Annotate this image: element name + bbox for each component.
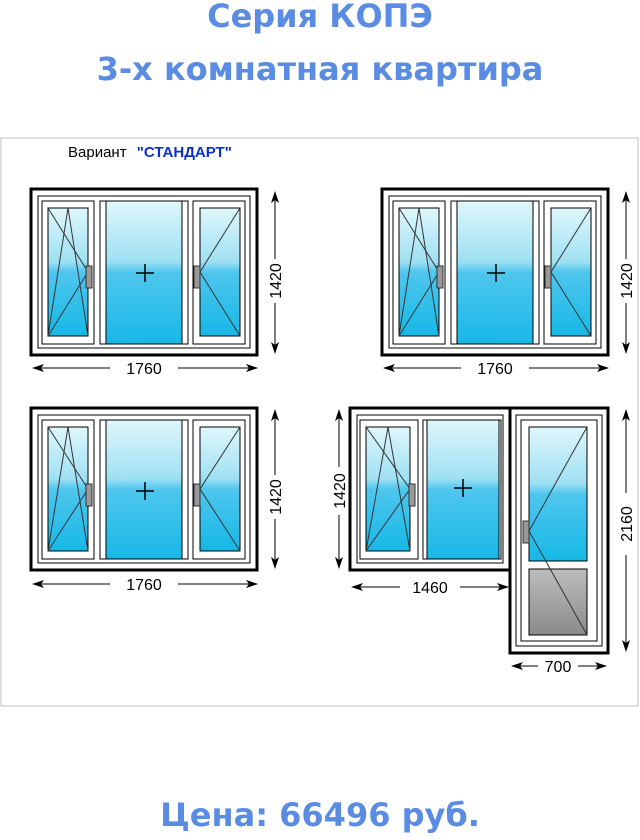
window-1-fixed-pane (99, 200, 189, 345)
window-3-height: 1420 (268, 479, 285, 515)
balcony-door-glass (528, 426, 588, 562)
window-2: 1420 1760 (380, 187, 636, 378)
window-1-right-sash (192, 200, 246, 345)
apartment-title: 3-х комнатная квартира (96, 50, 544, 88)
window-2-left-sash (392, 200, 446, 345)
balcony-door-height: 2160 (619, 506, 636, 542)
balcony-door-width: 700 (545, 659, 572, 676)
balcony-door-handle (522, 520, 530, 544)
window-1-left-sash (41, 200, 95, 345)
window-3-right-sash (192, 419, 246, 560)
window-1: 1420 1760 (29, 187, 285, 378)
price-label: Цена: 66496 руб. (160, 796, 480, 834)
window-4-left-sash (359, 419, 419, 560)
series-title: Серия КОПЭ (207, 0, 433, 35)
window-2-width: 1760 (477, 361, 513, 378)
window-3: 1420 1760 (29, 406, 285, 594)
window-4-height: 1420 (332, 473, 349, 509)
balcony-door-panel (528, 568, 588, 636)
window-4-fixed-pane (422, 419, 502, 560)
window-4: 1420 1460 (332, 406, 512, 597)
window-3-fixed-pane (99, 419, 189, 560)
window-3-width: 1760 (126, 577, 162, 594)
variant-name: "СТАНДАРТ" (137, 144, 232, 161)
balcony-door: 2160 700 (508, 406, 636, 676)
window-2-fixed-pane (450, 200, 540, 345)
window-3-left-sash (41, 419, 95, 560)
windows-drawing-panel: Вариант "СТАНДАРТ" 1420 1760 (0, 137, 639, 707)
window-2-height: 1420 (619, 263, 636, 299)
variant-label: Вариант "СТАНДАРТ" (68, 144, 232, 161)
window-4-width: 1460 (412, 580, 448, 597)
window-1-height: 1420 (268, 263, 285, 299)
window-2-right-sash (543, 200, 597, 345)
window-1-width: 1760 (126, 361, 162, 378)
